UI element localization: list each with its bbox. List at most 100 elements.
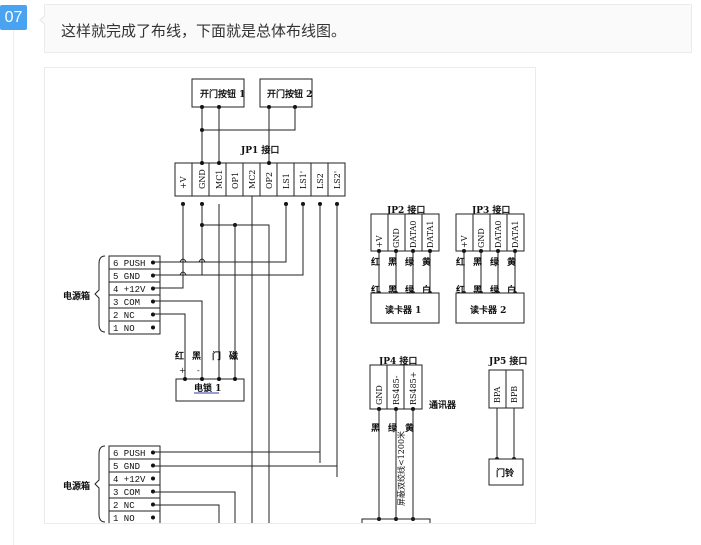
instruction-text: 这样就完成了布线，下面就是总体布线图。 [61, 22, 347, 40]
jp3-top-color-2: 绿 [490, 256, 500, 268]
jp3-pin-2: DATA0 [494, 220, 503, 248]
lock-plus: + [179, 366, 186, 375]
junction-dot [200, 161, 204, 165]
electric-lock-box [175, 378, 245, 402]
power-box-brace [94, 445, 106, 523]
jp3-pin-0: +V [460, 235, 469, 248]
junction-dot [183, 377, 187, 381]
jp1-pin-0: +V [179, 176, 188, 189]
v12-wire [153, 204, 184, 289]
power-box-row: 4 +12V [113, 285, 146, 295]
power-box-row: 3 COM [113, 298, 140, 308]
junction-dot [217, 161, 221, 165]
jp2-bottom-color-1: 黑 [388, 285, 397, 296]
timeline-line [13, 30, 14, 545]
jp2-pin-2: DATA0 [409, 220, 418, 248]
lock-wire-red: 红 [175, 350, 184, 362]
jp1-title: JP1 接口 [240, 144, 279, 156]
communicator-bus [361, 518, 431, 523]
junction-dot [151, 476, 155, 481]
jp2-pin-3: DATA1 [426, 220, 435, 248]
jp2-bottom-color-3: 白 [422, 284, 431, 296]
com-wire-2 [153, 491, 236, 523]
junction-dot [151, 515, 155, 520]
push-wire-2 [153, 451, 321, 463]
gnd-wire-2 [153, 465, 338, 477]
jp1-pin-1: GND [198, 169, 207, 189]
lock-wire-magnet: 磁 [229, 350, 238, 362]
jp1-pin-2: MC1 [215, 170, 224, 189]
jp3-bottom-color-0: 红 [456, 284, 465, 296]
nc-wire [153, 313, 186, 379]
jp3-bottom-color-3: 白 [507, 284, 516, 296]
step-number-badge: 07 [0, 5, 27, 30]
instruction-card: 这样就完成了布线，下面就是总体布线图。 [39, 4, 692, 53]
junction-dot [200, 377, 204, 381]
jp4-pin-1: RS485- [392, 375, 401, 405]
nc-wire-2 [153, 504, 220, 523]
electric-lock-label: 电锁 1 [194, 382, 221, 394]
communicator-label: 通讯器 [429, 399, 457, 411]
jp4-color-0: 黑 [371, 423, 380, 434]
jp1-pin-5: OP2 [265, 172, 274, 189]
jp5-pin-1: BPB [510, 386, 519, 403]
jp1-pin-4: MC2 [248, 170, 257, 189]
power-box-row: 5 GND [113, 272, 140, 282]
lock-minus: - [197, 366, 200, 375]
jp3-pin-3: DATA1 [511, 220, 520, 248]
power-box-1-label: 电源箱 [63, 290, 90, 302]
jp2-device-label: 读卡器 1 [385, 304, 421, 316]
jp3-title: JP3 接口 [471, 204, 510, 216]
jp2-top-color-0: 红 [371, 256, 380, 268]
power-box-row: 2 NC [113, 311, 135, 321]
door-button-2-label: 开门按钮 2 [267, 88, 312, 100]
com-wire [153, 300, 203, 379]
jp4-pin-0: GND [375, 385, 384, 405]
jp1-pin-3: OP1 [231, 172, 240, 189]
power-box-row: 2 NC [113, 501, 135, 511]
power-box-brace [94, 255, 106, 333]
jp3-top-color-0: 红 [456, 256, 465, 268]
jp1-pin-9: LS2' [333, 171, 342, 189]
junction-dot [267, 161, 271, 165]
jp2-pin-1: GND [392, 228, 401, 248]
power-box-row: 4 +12V [113, 475, 146, 485]
power-box-row: 1 NO [113, 514, 135, 524]
jp1-pin-7: LS1' [299, 171, 308, 189]
jp2-bottom-color-0: 红 [371, 284, 380, 296]
junction-dot [233, 377, 237, 381]
jp3-pin-1: GND [477, 228, 486, 248]
jp2-pin-0: +V [375, 235, 384, 248]
junction-dot [217, 377, 221, 381]
push-wire [153, 204, 287, 263]
door-button-2-box [259, 78, 313, 108]
jp4-pin-2: RS485+ [409, 372, 418, 405]
jp2-bottom-color-2: 绿 [405, 284, 415, 296]
junction-dot [151, 325, 155, 330]
gnd-power-wire [153, 204, 304, 276]
power-box-row: 6 PUSH [113, 449, 145, 459]
jp3-device-label: 读卡器 2 [470, 304, 506, 316]
doorbell-label: 门铃 [496, 467, 515, 479]
jp2-top-color-1: 黑 [388, 257, 397, 268]
power-box-row: 6 PUSH [113, 259, 145, 269]
jp2-device-box [370, 292, 440, 324]
lock-wire-black: 黑 [192, 351, 201, 362]
jp4-color-2: 黄 [405, 422, 414, 434]
doorbell-box [488, 458, 524, 486]
jp3-top-color-3: 黄 [507, 256, 516, 268]
jp2-top-color-3: 黄 [422, 256, 431, 268]
jp3-bottom-color-1: 黑 [473, 285, 482, 296]
jp3-device-box [455, 292, 525, 324]
button-common-wire [201, 107, 296, 131]
jp5-pin-0: BPA [493, 386, 502, 403]
jp1-pin-8: LS2 [316, 173, 325, 189]
jp4-color-1: 绿 [388, 422, 398, 434]
jp4-title: JP4 接口 [378, 355, 417, 367]
power-box-2-label: 电源箱 [63, 480, 90, 492]
jp2-title: JP2 接口 [386, 204, 425, 216]
jp3-top-color-1: 黑 [473, 257, 482, 268]
jp5-title: JP5 接口 [488, 355, 527, 367]
